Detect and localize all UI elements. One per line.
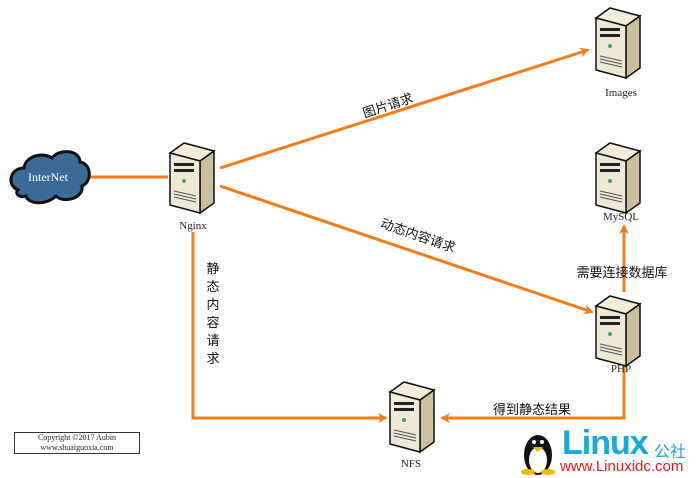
image-request-label: 图片请求 <box>361 91 415 121</box>
svg-text:静: 静 <box>206 262 219 277</box>
watermark-cn: 公社 <box>654 442 687 461</box>
tux-penguin-icon <box>521 435 555 475</box>
svg-text:容: 容 <box>206 315 219 331</box>
svg-text:请: 请 <box>206 334 219 349</box>
copyright-text: Copyright ©2017 Aubin <box>37 433 117 442</box>
static-result-label: 得到静态结果 <box>493 402 571 418</box>
mysql-label: MySQL <box>603 211 639 223</box>
linuxidc-watermark: Linux 公社 www.Linuxidc.com <box>520 424 695 476</box>
copyright-url: www.shuaiguoxia.com <box>40 443 114 452</box>
edge-nginx-php <box>219 184 594 315</box>
svg-text:内: 内 <box>206 297 219 313</box>
edge-php-nfs <box>440 356 626 423</box>
connections <box>88 47 629 423</box>
dynamic-request-label: 动态内容请求 <box>379 216 458 257</box>
images-label: Images <box>605 87 637 99</box>
mysql-server-icon <box>595 142 641 214</box>
php-label: PHP <box>611 363 631 375</box>
need-db-label: 需要连接数据库 <box>576 265 667 281</box>
internet-label: InterNet <box>28 170 69 184</box>
copyright-box: Copyright ©2017 Aubin www.shuaiguoxia.co… <box>14 432 140 454</box>
php-server-icon <box>595 295 641 367</box>
nginx-label: Nginx <box>179 220 207 232</box>
nginx-server-icon <box>169 142 215 214</box>
watermark-brand: Linux <box>562 424 649 462</box>
edge-nginx-nfs <box>191 232 388 423</box>
svg-text:态: 态 <box>206 280 219 295</box>
internet-cloud-icon <box>9 150 91 205</box>
edge-nginx-images <box>219 47 590 170</box>
nfs-server-icon <box>389 381 435 453</box>
watermark-url: www.Linuxidc.com <box>560 458 684 475</box>
images-server-icon <box>595 7 641 79</box>
nfs-label: NFS <box>401 458 421 470</box>
static-request-label: 静 态 内 容 请 求 <box>206 262 219 367</box>
svg-text:求: 求 <box>206 352 219 367</box>
